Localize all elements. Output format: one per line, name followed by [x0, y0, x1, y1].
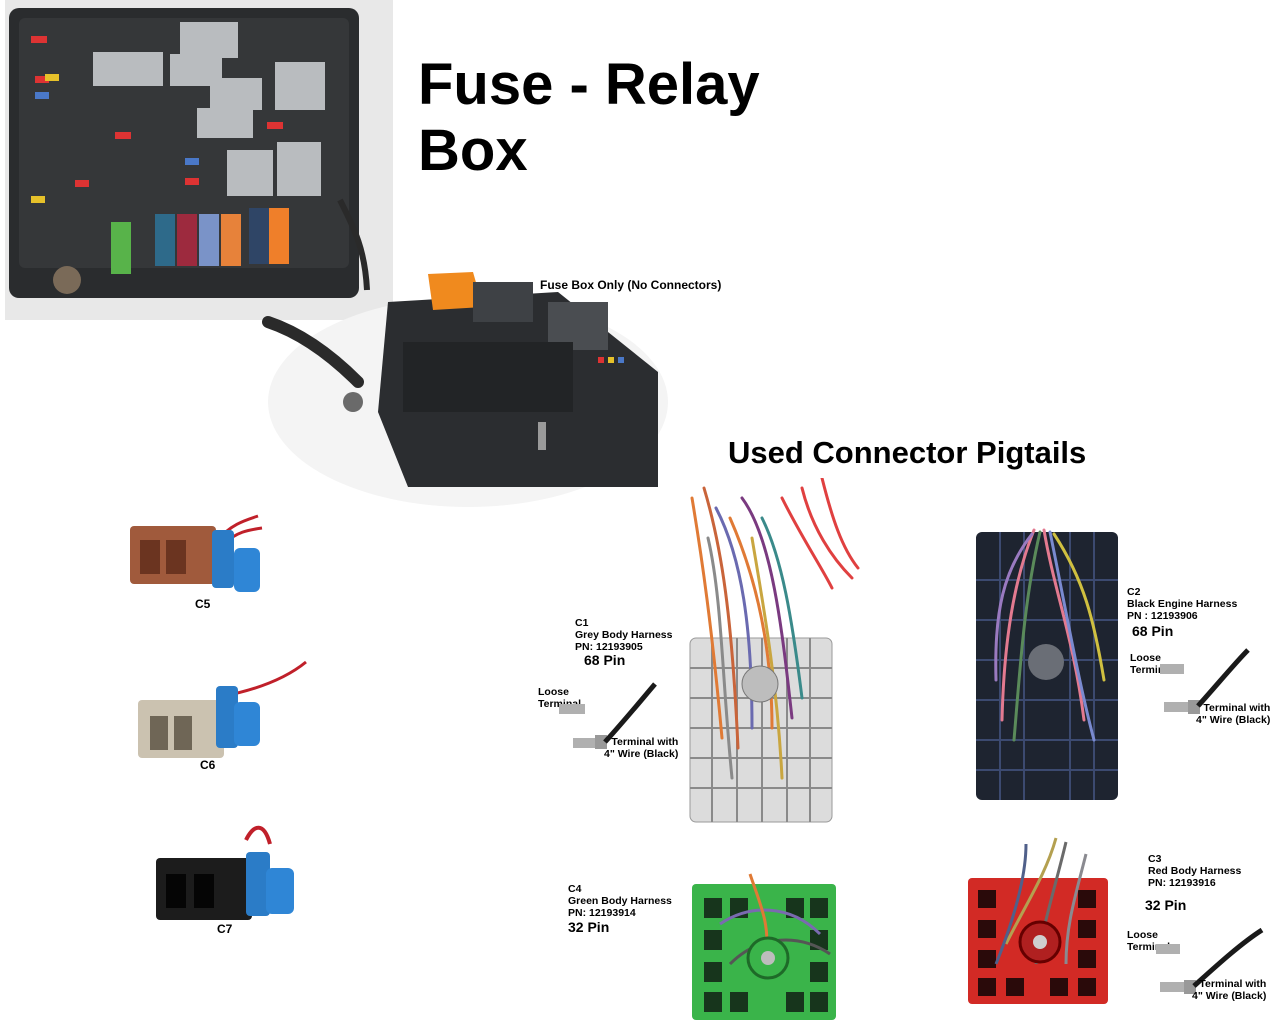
- c1-info: C1 Grey Body Harness PN: 12193905: [575, 617, 672, 653]
- c2-pins: 68 Pin: [1132, 623, 1174, 639]
- c4-info: C4 Green Body Harness PN: 12193914: [568, 883, 672, 919]
- c4-pn: PN: 12193914: [568, 907, 636, 919]
- c2-connector-image: [976, 528, 1118, 800]
- c1-pn: PN: 12193905: [575, 641, 643, 653]
- c5-label: C5: [195, 597, 211, 611]
- c2-info: C2 Black Engine Harness PN : 12193906: [1127, 586, 1237, 622]
- c5-connector-image: [130, 514, 263, 592]
- c1-name: Grey Body Harness: [575, 629, 673, 641]
- c3-connector-image: [968, 837, 1108, 1004]
- fuse-relay-box-photo: [5, 0, 393, 320]
- c4-name: Green Body Harness: [568, 895, 672, 907]
- c3-pins: 32 Pin: [1145, 897, 1187, 913]
- c2-id: C2: [1127, 586, 1141, 598]
- c2-wire-terminal-label: Terminal with 4" Wire (Black): [1196, 702, 1271, 726]
- c6-label: C6: [200, 758, 216, 772]
- c7-label: C7: [217, 922, 233, 936]
- c3-wire-terminal-label: Terminal with 4" Wire (Black): [1192, 978, 1267, 1002]
- c1-wire-terminal-label: Terminal with 4" Wire (Black): [604, 736, 679, 760]
- page-title: Fuse - Relay Box: [418, 52, 760, 184]
- c3-info: C3 Red Body Harness PN: 12193916: [1148, 853, 1241, 889]
- c2-name: Black Engine Harness: [1127, 598, 1238, 610]
- c1-pins: 68 Pin: [584, 652, 626, 668]
- c3-pn: PN: 12193916: [1148, 877, 1216, 889]
- c3-terminal-image: [1156, 927, 1264, 994]
- c2-pn: PN : 12193906: [1127, 610, 1198, 622]
- c4-pins: 32 Pin: [568, 919, 610, 935]
- c3-name: Red Body Harness: [1148, 865, 1242, 877]
- c7-connector-image: [156, 825, 294, 920]
- c1-terminal-image: [559, 682, 657, 749]
- c6-connector-image: [138, 660, 307, 758]
- title-line-2: Box: [418, 118, 528, 183]
- c4-id: C4: [568, 883, 582, 895]
- c4-connector-image: [692, 873, 836, 1020]
- c1-connector-image: [689, 478, 860, 823]
- c1-id: C1: [575, 617, 589, 629]
- pigtails-heading: Used Connector Pigtails: [728, 435, 1087, 470]
- title-line-1: Fuse - Relay: [418, 52, 760, 117]
- fuse-box-caption: Fuse Box Only (No Connectors): [540, 278, 722, 292]
- c3-id: C3: [1148, 853, 1162, 865]
- fuse-box-side-photo: [262, 272, 668, 507]
- c2-terminal-image: [1160, 648, 1250, 714]
